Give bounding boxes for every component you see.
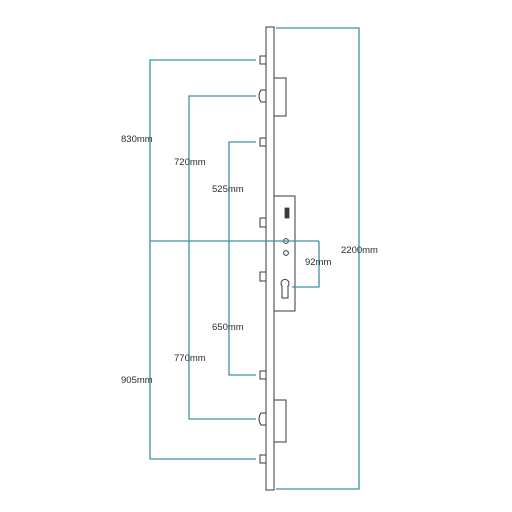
label-bottom-outer: 905mm [121,375,153,386]
dim-top-inner-line [228,141,256,241]
top-roller-bolt [259,55,267,65]
latch-slot [284,207,290,219]
bottom-roller-bolt [259,454,267,464]
dim-overall-line [276,27,360,490]
dim-backset-line [292,241,320,288]
top-hook-housing [273,77,287,117]
label-top-outer: 830mm [121,134,153,145]
bottom-inner-roller [259,370,267,380]
euro-cylinder-cutout [280,278,290,299]
label-top-inner: 525mm [212,184,244,195]
dim-top-outer-line [149,59,256,241]
dim-top-hook-line [188,95,256,241]
label-top-hook: 720mm [174,157,206,168]
spindle-hole-lower [283,250,289,256]
top-inner-roller [259,137,267,147]
dim-bottom-outer-line [149,241,256,460]
deadbolt [259,271,267,282]
label-backset: 92mm [305,257,331,268]
label-bottom-inner: 650mm [212,322,244,333]
faceplate [265,26,275,491]
top-hook-bolt [258,89,266,103]
latch-bolt [259,217,267,228]
bottom-hook-housing [273,399,287,443]
dim-bottom-inner-line [228,241,256,376]
bottom-hook-bolt [258,412,266,426]
label-overall: 2200mm [341,245,378,256]
dim-bottom-hook-line [188,241,256,420]
label-bottom-hook: 770mm [174,353,206,364]
